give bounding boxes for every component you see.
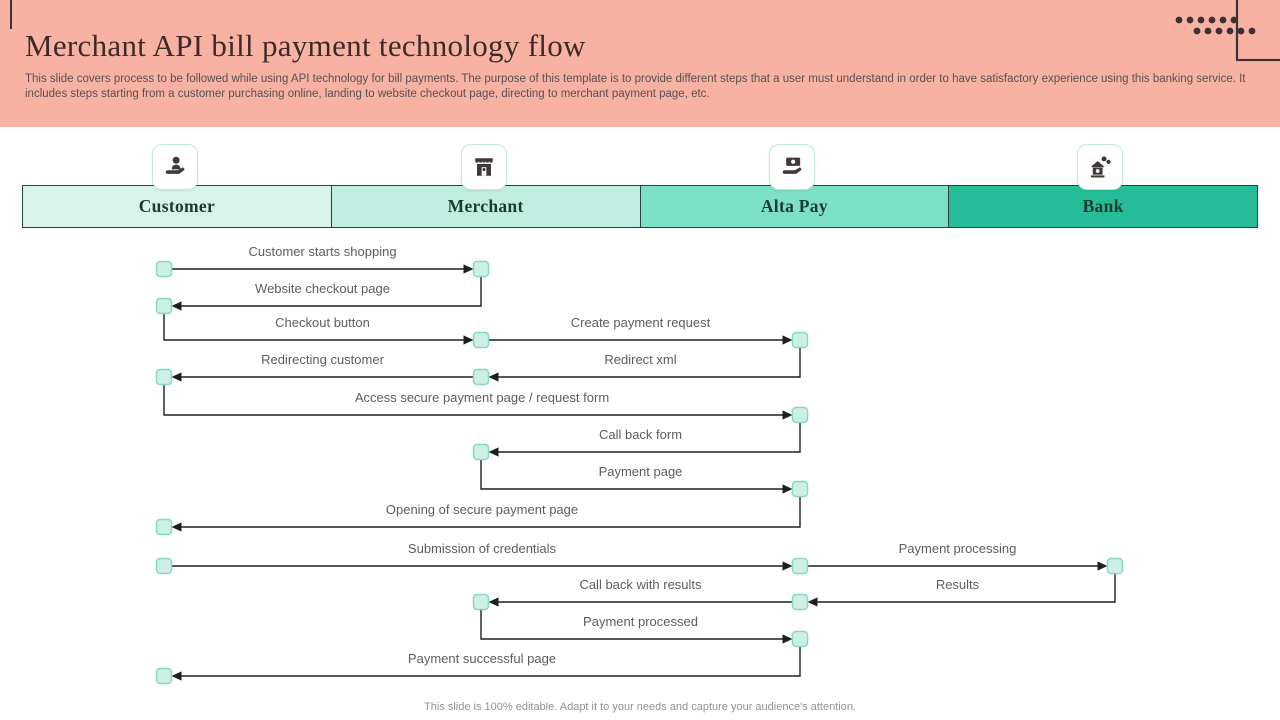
message-arrow-line <box>817 573 1116 603</box>
arrowhead-icon <box>488 447 499 457</box>
message-arrow-line <box>498 347 801 378</box>
message-label: Opening of secure payment page <box>385 502 579 517</box>
lifeline-node-square <box>791 331 809 349</box>
lane-label: Merchant <box>447 196 524 216</box>
message-label: Payment processing <box>898 541 1017 556</box>
lane-label: Customer <box>138 196 216 216</box>
lifeline-node-square <box>472 260 490 278</box>
hand-holding-money-icon <box>769 144 815 190</box>
arrowhead-icon <box>463 335 474 345</box>
message-arrow-line <box>181 276 482 307</box>
lifeline-node-square <box>791 557 809 575</box>
lifeline-node-square <box>472 593 490 611</box>
page-description: This slide covers process to be followed… <box>25 73 1246 100</box>
message-label: Create payment request <box>570 315 711 330</box>
message-label: Call back with results <box>579 577 702 592</box>
lifeline-node-square <box>155 518 173 536</box>
lane-label: Bank <box>1082 196 1124 216</box>
message-label: Payment page <box>598 464 683 479</box>
page-title: Merchant API bill payment technology flo… <box>25 28 586 63</box>
message-arrow-line <box>163 384 783 416</box>
message-arrow-line <box>480 459 783 490</box>
footer-note: This slide is 100% editable. Adapt it to… <box>424 701 856 713</box>
lane-header-merchant: Merchant <box>331 186 641 227</box>
message-label: Customer starts shopping <box>248 244 397 259</box>
lifeline-node-square <box>155 557 173 575</box>
lane-header-customer: Customer <box>23 186 332 227</box>
arrowhead-icon <box>171 671 182 681</box>
arrowhead-icon <box>171 372 182 382</box>
message-label: Website checkout page <box>255 281 390 296</box>
lane-label: Alta Pay <box>760 196 828 216</box>
lifeline-node-square <box>472 443 490 461</box>
message-label: Call back form <box>598 427 683 442</box>
swimlane-header-bar: Customer Merchant Alta Pay Bank <box>22 185 1258 228</box>
arrowhead-icon <box>171 301 182 311</box>
arrowhead-icon <box>782 484 793 494</box>
slide-header: Merchant API bill payment technology flo… <box>0 0 1280 127</box>
arrowhead-icon <box>782 561 793 571</box>
arrowhead-icon <box>782 634 793 644</box>
message-arrow-line <box>480 609 783 640</box>
arrowhead-icon <box>807 597 818 607</box>
lifeline-node-square <box>155 260 173 278</box>
arrowhead-icon <box>782 410 793 420</box>
message-label: Redirecting customer <box>261 352 384 367</box>
message-label: Payment successful page <box>407 651 557 666</box>
lifeline-node-square <box>791 630 809 648</box>
lifeline-node-square <box>472 331 490 349</box>
message-arrow-line <box>498 422 801 453</box>
arrowhead-icon <box>488 597 499 607</box>
message-label: Submission of credentials <box>407 541 557 556</box>
lifeline-node-square <box>791 593 809 611</box>
storefront-icon <box>461 144 507 190</box>
corner-line-decoration <box>10 0 12 29</box>
hand-holding-customer-icon <box>152 144 198 190</box>
message-arrow-line <box>181 496 801 528</box>
message-label: Payment processed <box>583 614 698 629</box>
bank-building-icon <box>1077 144 1123 190</box>
lifeline-node-square <box>791 406 809 424</box>
lifeline-node-square <box>155 368 173 386</box>
lifeline-node-square <box>472 368 490 386</box>
arrowhead-icon <box>782 335 793 345</box>
lifeline-node-square <box>791 480 809 498</box>
arrowhead-icon <box>171 522 182 532</box>
message-arrow-line <box>163 313 464 341</box>
dots-decoration <box>1175 0 1280 62</box>
message-label: Results <box>935 577 980 592</box>
lane-header-alta-pay: Alta Pay <box>640 186 950 227</box>
message-label: Access secure payment page / request for… <box>354 390 610 405</box>
arrowhead-icon <box>1097 561 1108 571</box>
lane-header-bank: Bank <box>949 186 1257 227</box>
lifeline-node-square <box>155 667 173 685</box>
lifeline-node-square <box>155 297 173 315</box>
message-arrow-line <box>181 646 801 677</box>
arrowhead-icon <box>488 372 499 382</box>
arrowhead-icon <box>463 264 474 274</box>
message-label: Checkout button <box>275 315 370 330</box>
lifeline-node-square <box>1106 557 1124 575</box>
message-label: Redirect xml <box>604 352 677 367</box>
